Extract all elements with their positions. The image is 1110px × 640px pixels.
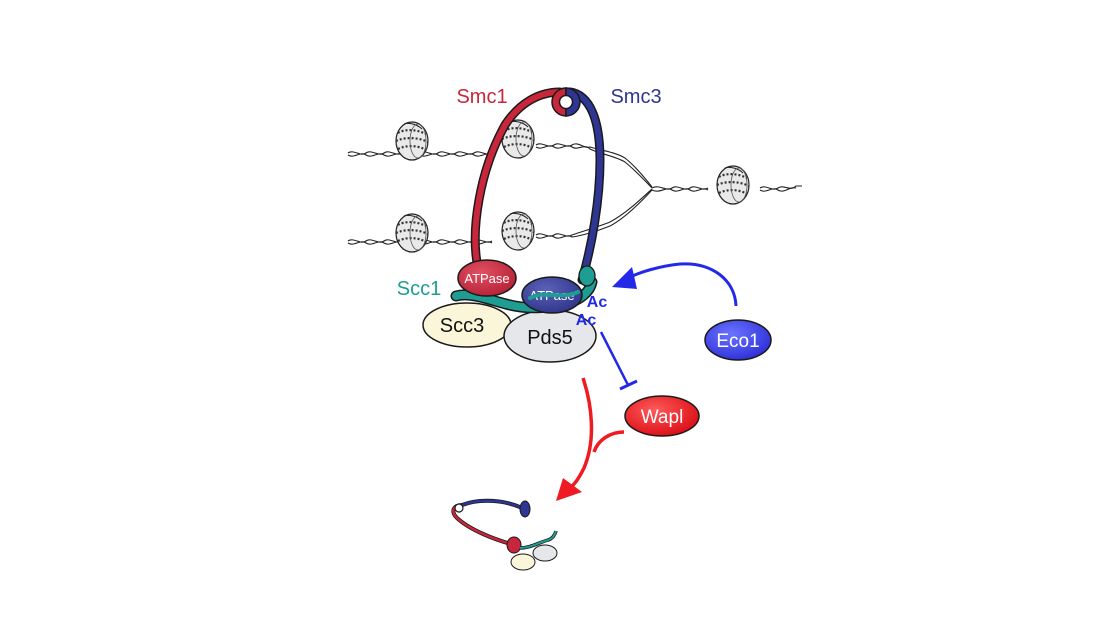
cohesin-ring: ATPase ATPase Scc3 Pds5 xyxy=(422,87,605,363)
smc3-label: Smc3 xyxy=(610,86,661,108)
wapl-node xyxy=(624,395,700,437)
nucleosome-icon xyxy=(500,210,536,252)
nucleosomes xyxy=(394,118,751,254)
pds5-label: Pds5 xyxy=(527,327,573,349)
eco1-acetylation-arrow xyxy=(627,262,738,307)
wapl-merge-line xyxy=(592,430,625,453)
nucleosome-icon xyxy=(394,212,430,254)
smc1-atpase xyxy=(457,259,517,297)
inhibition-line xyxy=(599,331,630,386)
scc3-label: Scc3 xyxy=(440,315,484,337)
nucleosome-icon xyxy=(394,120,430,162)
smc1-label: Smc1 xyxy=(456,86,507,108)
acetyl-mark-1: Ac xyxy=(587,294,608,311)
atpase-label-smc1: ATPase xyxy=(464,271,509,286)
eco1-node xyxy=(704,319,772,361)
released-cohesin-icon xyxy=(451,498,558,571)
eco1-label: Eco1 xyxy=(716,331,759,352)
arrowhead-icon xyxy=(556,478,582,501)
wapl-label: Wapl xyxy=(641,407,684,428)
inhibition-bar xyxy=(619,379,638,391)
dna-strand-bottom xyxy=(347,188,653,245)
hinge xyxy=(551,87,581,117)
scc1-label: Scc1 xyxy=(397,278,441,300)
release-arrow xyxy=(566,377,594,492)
arrowhead-icon xyxy=(612,267,637,289)
nucleosome-icon xyxy=(715,164,751,206)
acetyl-mark-2: Ac xyxy=(576,312,597,329)
dna-strand-right xyxy=(651,185,802,192)
dna-strand-top xyxy=(347,143,653,189)
